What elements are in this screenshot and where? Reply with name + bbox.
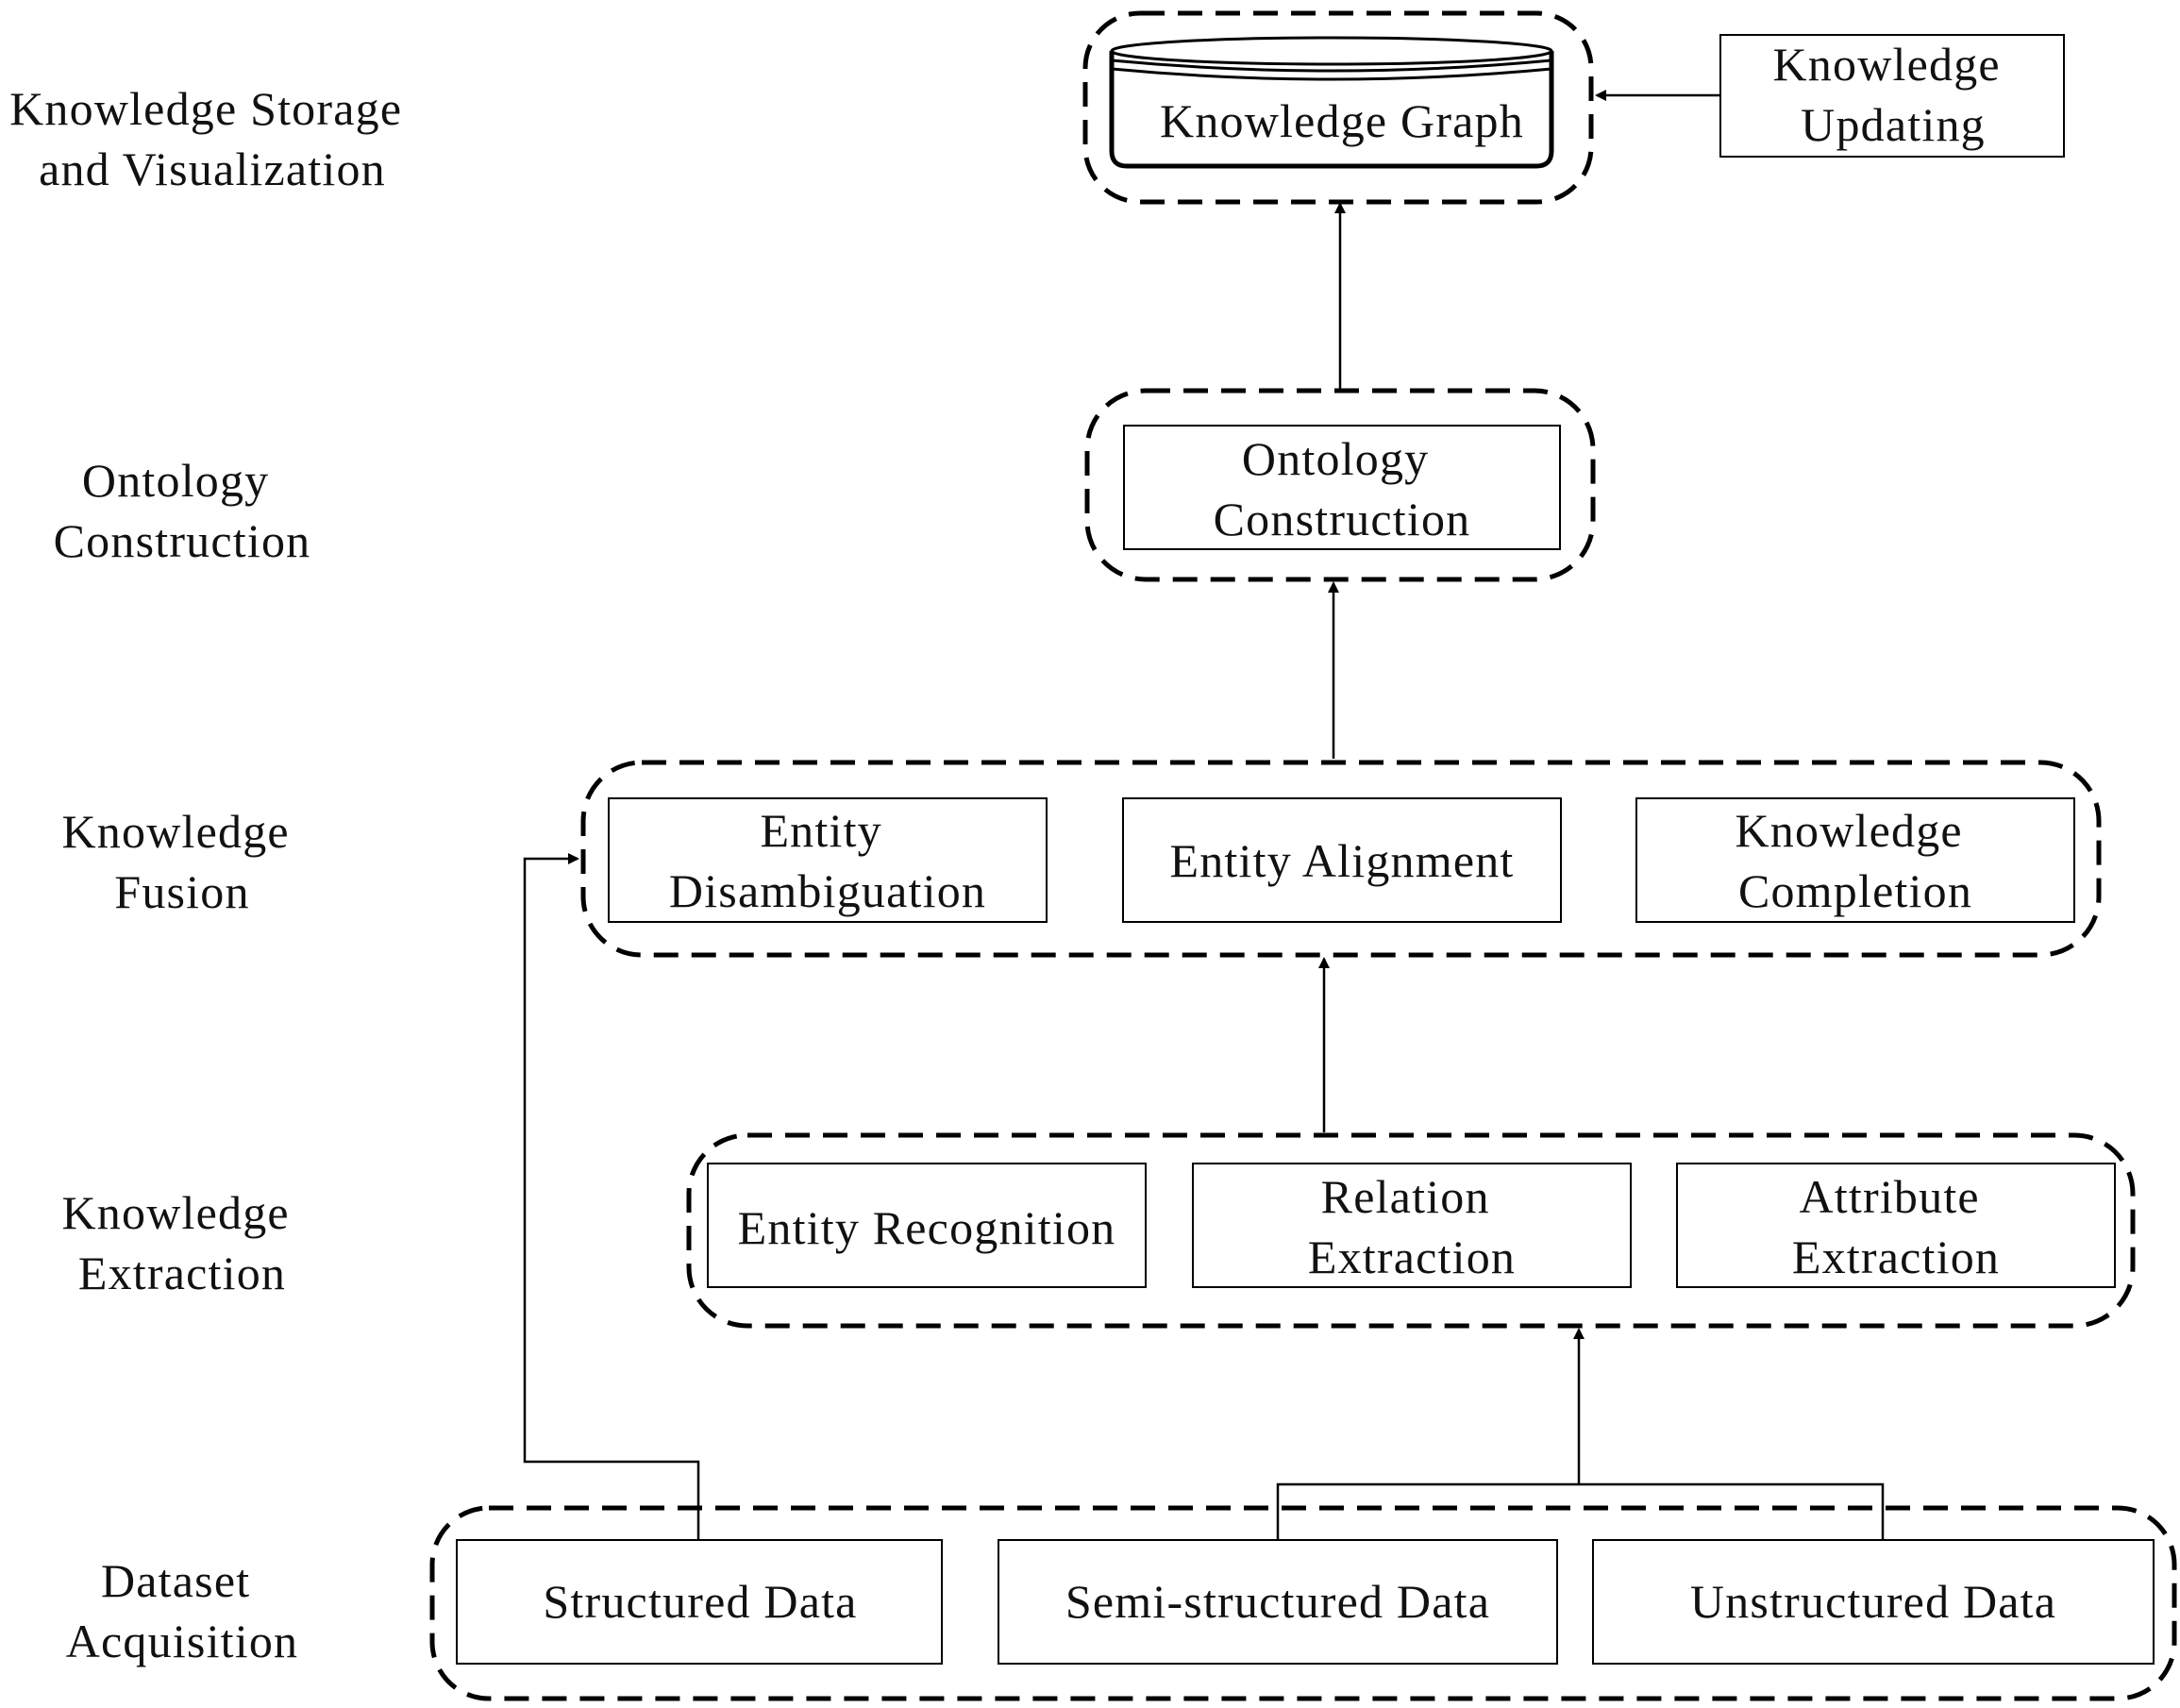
entity-disambiguation-label: Entity Disambiguation: [669, 804, 986, 917]
ontology-construction-box: [1123, 425, 1561, 550]
semi-unstructured-join-connector: [1276, 1482, 1885, 1540]
stage-label-ontology: Ontology Construction: [54, 454, 311, 567]
entity-disambiguation-box: [608, 797, 1048, 923]
knowledge-completion-box: [1635, 797, 2075, 923]
entity-alignment-label: Entity Alignment: [1169, 834, 1514, 887]
fusion-group: [580, 760, 2102, 958]
structured-to-fusion-connector: [523, 853, 700, 1540]
entity-recognition-label: Entity Recognition: [738, 1201, 1116, 1254]
unstructured-data-label: Unstructured Data: [1690, 1575, 2056, 1628]
extraction-group: [686, 1132, 2136, 1329]
semi-structured-data-label: Semi-structured Data: [1065, 1575, 1490, 1628]
knowledge-graph-database-icon: [1109, 36, 1554, 169]
structured-data-label: Structured Data: [543, 1575, 857, 1628]
ontology-construction-label: Ontology Construction: [1214, 432, 1471, 545]
semi-structured-data-box: [998, 1539, 1558, 1665]
entity-alignment-box: [1122, 797, 1562, 923]
knowledge-updating-box: [1719, 34, 2065, 158]
stage-label-acquisition: Dataset Acquisition: [66, 1554, 299, 1667]
entity-recognition-box: [707, 1163, 1147, 1288]
ontology-group: [1084, 388, 1596, 582]
stage-label-fusion: Knowledge Fusion: [62, 805, 303, 918]
relation-extraction-box: [1192, 1163, 1632, 1288]
attribute-extraction-label: Attribute Extraction: [1792, 1170, 2000, 1283]
unstructured-data-box: [1592, 1539, 2155, 1665]
stage-label-storage: Knowledge Storage and Visualization: [9, 82, 415, 195]
acquisition-group: [429, 1505, 2177, 1701]
structured-data-box: [456, 1539, 943, 1665]
attribute-extraction-box: [1676, 1163, 2116, 1288]
knowledge-updating-label: Knowledge Updating: [1773, 38, 2014, 151]
stage-label-extraction: Knowledge Extraction: [62, 1186, 303, 1299]
knowledge-graph-label: Knowledge Graph: [1160, 94, 1524, 147]
relation-extraction-label: Relation Extraction: [1308, 1170, 1516, 1283]
knowledge-completion-label: Knowledge Completion: [1736, 804, 1976, 917]
